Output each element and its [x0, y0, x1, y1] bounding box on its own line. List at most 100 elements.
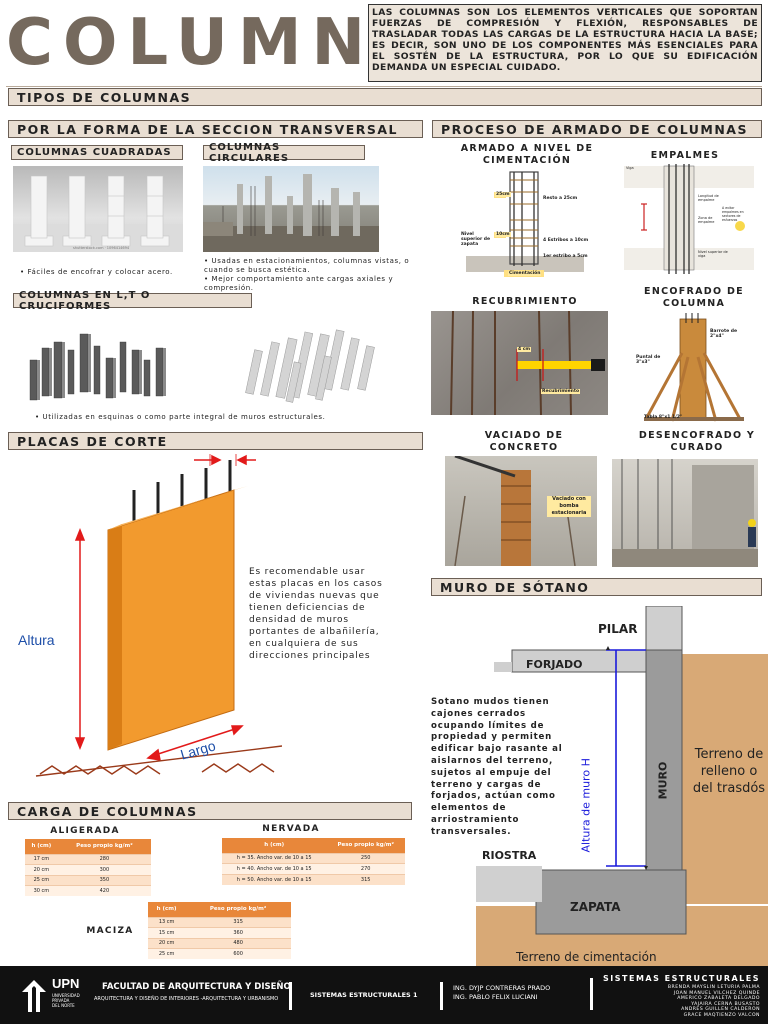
cell: 280 — [57, 853, 151, 865]
muro-terreno-1: Terreno de — [694, 747, 764, 762]
section-proceso: PROCESO DE ARMADO DE COLUMNAS — [432, 120, 762, 138]
col-unit: kg/m² — [248, 906, 267, 913]
desencofrado-photo — [612, 459, 758, 567]
empalmes-label-nivel: Nivel superior de viga — [698, 250, 728, 258]
placa-illustration: Altura Largo — [12, 450, 283, 785]
muro-text-line: edificar bajo rasante al — [431, 744, 563, 755]
footer-teacher: ING. PABLO FELIX LUCIANI — [453, 992, 538, 1001]
placas-text-line: tienen deficiencias de — [249, 603, 366, 613]
section-seccion: POR LA FORMA DE LA SECCION TRANSVERSAL — [8, 120, 423, 138]
col-peso-label: Peso propio — [209, 906, 247, 913]
lt-columns-illustration — [20, 320, 400, 410]
muro-terreno-3: del trasdós — [692, 781, 766, 796]
encofrado-title-1: ENCOFRADO DE — [644, 286, 744, 297]
cell: 20 cm — [25, 864, 58, 875]
footer-member: AMERICO ZABALETA DELGADO — [677, 996, 760, 1002]
armado-label-estribos: 4 Estribos a 10cm — [543, 238, 589, 243]
muro-text-line: sujetos al empuje del — [431, 767, 552, 778]
cell: 315 — [185, 916, 291, 928]
section-proceso-title: PROCESO DE ARMADO DE COLUMNAS — [441, 121, 748, 137]
label-lt-text: COLUMNAS EN L,T O CRUCIFORMES — [19, 289, 151, 312]
recubrimiento-label: Recubrimiento — [541, 389, 581, 394]
cell: 30 cm — [25, 885, 58, 896]
empalmes-title: EMPALMES — [650, 150, 720, 161]
footer-member: BRENDA MAYSLIN LETURIA PALMA — [667, 985, 760, 990]
recubrimiento-photo: 4 cm Recubrimiento — [431, 311, 608, 415]
square-columns-image: shutterstock.com · 1096414694 — [13, 166, 183, 252]
armado-title-1: ARMADO A NIVEL DE — [460, 143, 594, 154]
muro-text-line: cajones cerrados — [431, 708, 526, 719]
muro-terreno-2: relleno o — [700, 764, 758, 779]
lt-caption: • Utilizadas en esquinas o como parte in… — [35, 413, 326, 421]
recubrimiento-label-4cm: 4 cm — [517, 347, 532, 352]
placas-text-line: portantes de albañilería, — [249, 627, 380, 637]
cuadradas-caption: • Fáciles de encofrar y colocar acero. — [20, 268, 173, 276]
cell: 420 — [57, 885, 151, 896]
muro-text-line: aislarnos del terreno, — [431, 755, 554, 766]
cell: 315 — [326, 873, 405, 885]
divider — [6, 86, 762, 87]
muro-label-pilar: PILAR — [598, 622, 638, 636]
muro-text-line: propiedad y permiten — [431, 732, 553, 743]
empalmes-label-viga: Viga — [626, 166, 634, 170]
col-peso: Peso propio kg/m² — [57, 839, 151, 854]
label-circulares-text: COLUMNAS CIRCULARES — [209, 141, 290, 164]
section-placas-title: PLACAS DE CORTE — [17, 433, 168, 449]
empalmes-label-evitar: A evitar empalmes en sectores de esfuerz… — [722, 206, 744, 222]
vaciado-photo: Vaciado con bomba estacionaria — [445, 456, 597, 566]
nervada-title: NERVADA — [262, 824, 320, 834]
placas-text-line: en cualquiera de sus — [249, 639, 359, 649]
footer-divider — [590, 978, 593, 1010]
recubrimiento-title: RECUBRIMIENTO — [472, 296, 578, 307]
desencofrado-title-2: CURADO — [670, 442, 724, 453]
section-muro-title: MURO DE SÓTANO — [440, 579, 590, 595]
upn-logo-text: UPN — [52, 976, 80, 991]
cell: 250 — [326, 852, 405, 864]
footer-course: SISTEMAS ESTRUCTURALES 1 — [310, 991, 418, 999]
label-cuadradas-text: COLUMNAS CUADRADAS — [17, 147, 172, 158]
circulares-bullet-2b: compresión. — [204, 284, 254, 292]
circular-columns-image — [203, 166, 379, 252]
muro-label-cimentacion: Terreno de cimentación — [516, 950, 657, 964]
cell: 600 — [185, 948, 291, 959]
col-peso-label: Peso propio — [337, 842, 375, 849]
armado-title-2: CIMENTACIÓN — [482, 155, 572, 166]
placas-text-line: direcciones principales — [249, 651, 371, 661]
cell: 17 cm — [25, 853, 58, 865]
footer-career: ARQUITECTURA Y DISEÑO DE INTERIORES -ARQ… — [94, 996, 279, 1002]
muro-label-altura: Altura de muro H — [579, 758, 593, 853]
circulares-caption: • Usadas en estacionamientos, columnas v… — [204, 257, 409, 293]
footer-divider — [289, 982, 292, 1010]
muro-label-zapata: ZAPATA — [570, 900, 621, 914]
empalmes-label-longitud: Longitud de empalme — [698, 194, 719, 202]
nervada-table: h (cm)Peso propio kg/m² h = 35. Ancho va… — [222, 838, 405, 885]
col-peso-label: Peso propio — [76, 843, 113, 850]
circulares-bullet-1: • Usadas en estacionamientos, columnas v… — [204, 257, 410, 265]
label-circulares: COLUMNAS CIRCULARES — [203, 142, 365, 164]
section-tipos: TIPOS DE COLUMNAS — [8, 88, 762, 106]
section-muro: MURO DE SÓTANO — [431, 578, 762, 596]
cell: 360 — [185, 927, 291, 938]
image-credit: shutterstock.com · 1096414694 — [73, 246, 130, 250]
label-lt: COLUMNAS EN L,T O CRUCIFORMES — [13, 290, 252, 312]
placa-altura-label: Altura — [18, 632, 55, 648]
col-unit: kg/m² — [114, 843, 133, 850]
footer-group-title: SISTEMAS ESTRUCTURALES — [603, 974, 760, 983]
armado-label-25cm: 25cm — [495, 192, 511, 197]
circulares-bullet-2: • Mejor comportamiento ante cargas axial… — [204, 275, 394, 283]
label-cuadradas: COLUMNAS CUADRADAS — [11, 145, 183, 160]
